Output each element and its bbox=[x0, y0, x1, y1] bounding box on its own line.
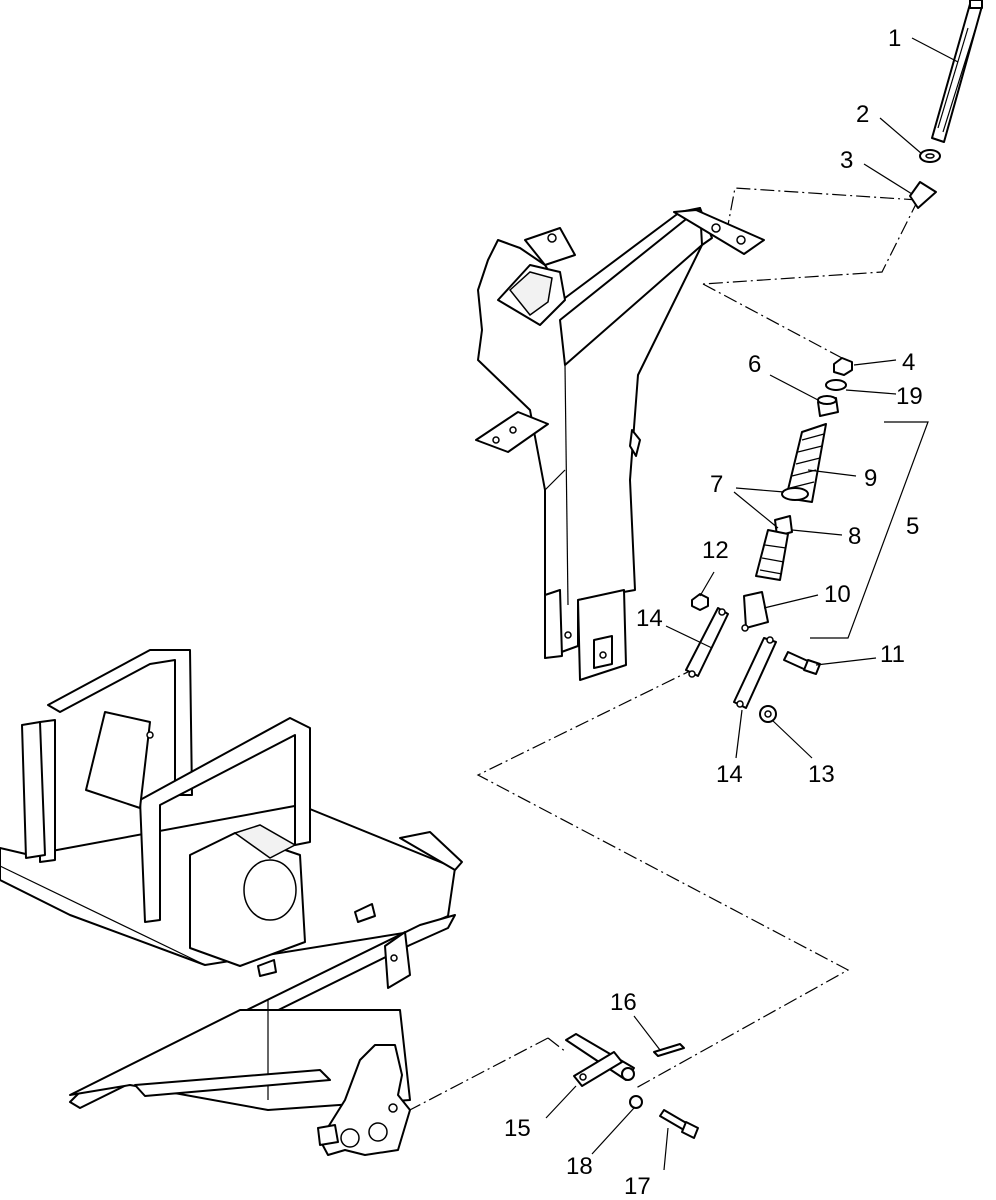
part-9-outer-spring bbox=[785, 423, 827, 503]
part-17-bolt bbox=[659, 1109, 699, 1139]
callout-4: 4 bbox=[902, 349, 915, 376]
callout-5: 5 bbox=[906, 513, 919, 540]
leader-lines bbox=[545, 37, 959, 1171]
part-1-threaded-rod bbox=[931, 0, 983, 143]
part-3-bracket bbox=[909, 181, 937, 209]
frame-tongue-weldment bbox=[475, 207, 765, 681]
callout-15: 15 bbox=[504, 1115, 531, 1142]
part-13-washer bbox=[759, 705, 777, 723]
part-16-cotter-pin bbox=[653, 1043, 685, 1057]
part-2-washer bbox=[919, 149, 941, 163]
part-11-bolt bbox=[783, 651, 821, 675]
callout-14-lower: 14 bbox=[716, 761, 743, 788]
part-10-adjuster bbox=[741, 591, 769, 632]
alignment-lines bbox=[405, 187, 919, 1113]
callout-2: 2 bbox=[856, 101, 869, 128]
callout-11: 11 bbox=[880, 641, 905, 668]
part-7-inner-spring bbox=[755, 529, 789, 581]
callout-3: 3 bbox=[840, 147, 853, 174]
callout-10: 10 bbox=[824, 581, 851, 608]
callout-17: 17 bbox=[624, 1173, 651, 1200]
callout-14-upper: 14 bbox=[636, 605, 663, 632]
part-18-washer bbox=[629, 1095, 643, 1109]
callout-12: 12 bbox=[702, 537, 729, 564]
part-7-spring-seat bbox=[781, 487, 809, 501]
callout-16: 16 bbox=[610, 989, 637, 1016]
callout-labels: 1 2 3 4 6 19 9 7 5 8 12 10 14 11 14 13 1… bbox=[504, 25, 923, 1200]
callout-8: 8 bbox=[848, 523, 861, 550]
part-4-nut bbox=[833, 357, 853, 376]
part-14-link-left bbox=[685, 607, 729, 678]
drawbar-frame bbox=[0, 649, 463, 1156]
part-12-nut bbox=[691, 593, 709, 611]
callout-1: 1 bbox=[888, 25, 901, 52]
callout-19: 19 bbox=[896, 383, 923, 410]
part-6-bushing bbox=[817, 395, 839, 417]
callout-18: 18 bbox=[566, 1153, 593, 1180]
callout-9: 9 bbox=[864, 465, 877, 492]
part-19-washer bbox=[825, 379, 847, 391]
callout-7: 7 bbox=[710, 471, 723, 498]
callout-6: 6 bbox=[748, 351, 761, 378]
callout-13: 13 bbox=[808, 761, 835, 788]
part-15-pin-assembly bbox=[565, 1033, 635, 1087]
part-14-link-right bbox=[733, 636, 777, 709]
